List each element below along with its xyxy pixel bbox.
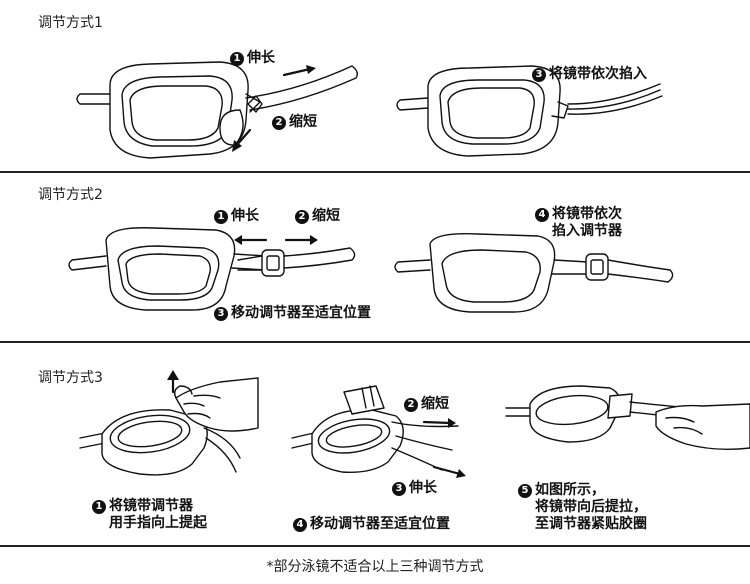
goggle-illustration-3a [79, 377, 259, 476]
panel-2-title: 调节方式2 [38, 187, 103, 203]
stretch-arrow-1 [282, 65, 316, 77]
divider-3 [0, 545, 750, 547]
shorten-arrow-3 [422, 418, 456, 428]
goggle-illustration-1a [76, 61, 359, 159]
stretch-arrow-2 [234, 235, 268, 245]
shorten-arrow-1 [232, 128, 252, 152]
divider-2 [0, 341, 750, 343]
goggle-illustration-2a [68, 227, 356, 311]
panel-1-title: 调节方式1 [38, 15, 103, 31]
goggle-illustration-3c [505, 385, 750, 451]
footnote: *部分泳镜不适合以上三种调节方式 [266, 559, 484, 575]
divider-1 [0, 171, 750, 173]
goggle-illustration-1b [396, 65, 663, 157]
stretch-arrow-3 [432, 465, 466, 478]
panel-3-title: 调节方式3 [38, 370, 103, 386]
goggle-illustration-2b [394, 233, 674, 313]
shorten-arrow-2 [284, 235, 318, 245]
goggle-illustration-3b [291, 385, 459, 473]
lift-arrow-3 [167, 370, 179, 394]
